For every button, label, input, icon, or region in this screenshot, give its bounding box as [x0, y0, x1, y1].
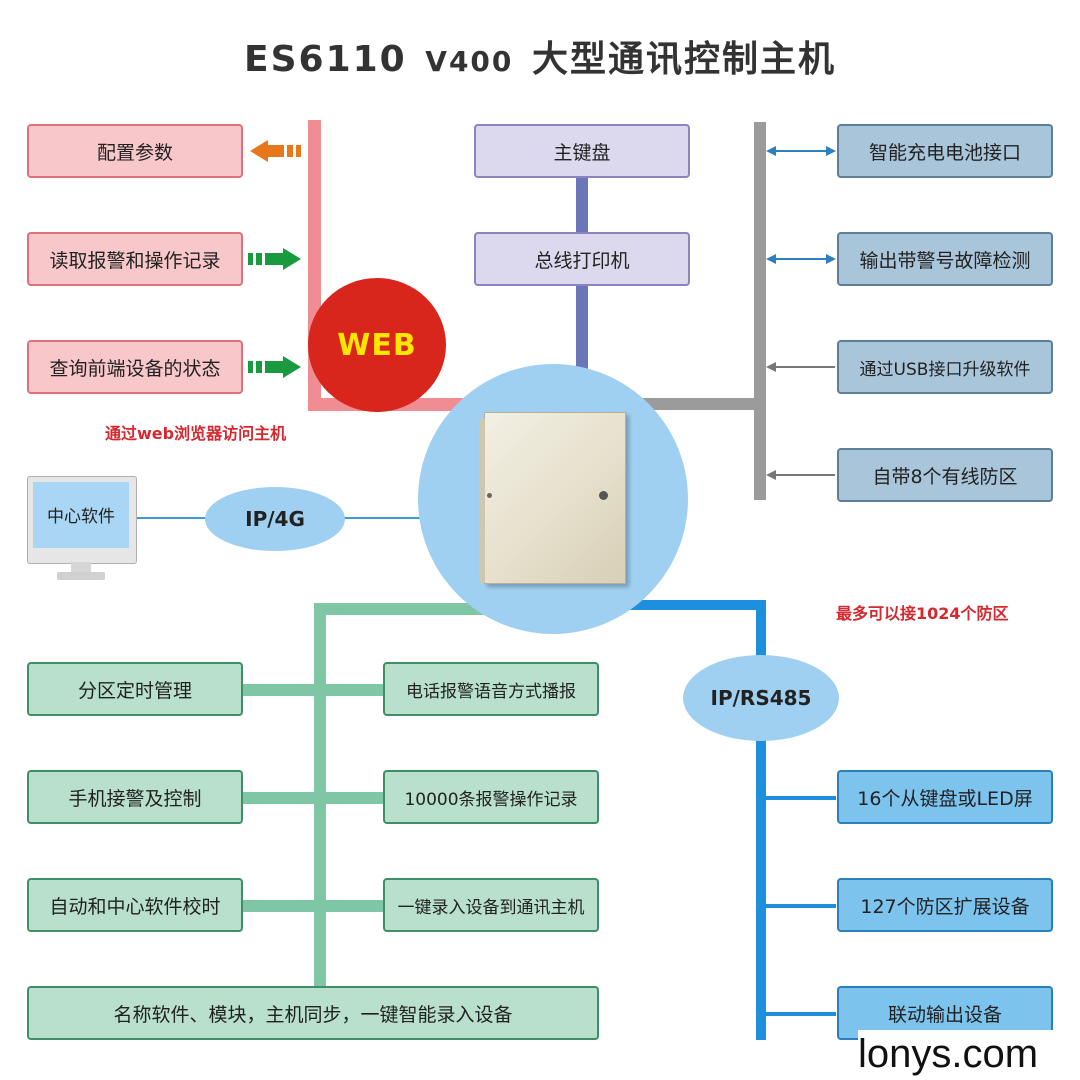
green-arrow-right-icon: [248, 356, 303, 378]
feature-siren-fault-detection: 输出带警号故障检测: [837, 232, 1053, 286]
title-model: ES6110: [244, 39, 407, 80]
feature-bus-horizontal: [640, 398, 760, 410]
connector-line: [775, 366, 835, 368]
web-item-config: 配置参数: [27, 124, 243, 178]
one-key-enroll: 一键录入设备到通讯主机: [383, 878, 599, 932]
alarm-records: 10000条报警操作记录: [383, 770, 599, 824]
title-version: V400: [425, 45, 514, 78]
web-circle: WEB: [308, 278, 446, 412]
feature-bus-vertical: [754, 122, 766, 500]
web-note: 通过web浏览器访问主机: [105, 424, 287, 443]
connector-line: [775, 474, 835, 476]
cabinet-side: [479, 419, 485, 583]
green-branch: [243, 684, 383, 696]
title-suffix: 大型通讯控制主机: [531, 39, 836, 80]
rs485-trunk-vertical: [756, 600, 766, 1040]
zone-expansion-devices: 127个防区扩展设备: [837, 878, 1053, 932]
monitor-icon: [27, 476, 137, 586]
connector-line: [775, 150, 830, 152]
zone-timer-management: 分区定时管理: [27, 662, 243, 716]
watermark: lonys.com: [858, 1030, 1078, 1078]
sync-enroll-devices: 名称软件、模块，主机同步，一键智能录入设备: [27, 986, 599, 1040]
rs485-branch: [766, 796, 836, 800]
green-arrow-right-icon: [248, 248, 303, 270]
rs485-note: 最多可以接1024个防区: [836, 604, 1009, 623]
arrow-right-icon: [826, 254, 836, 264]
feature-usb-upgrade: 通过USB接口升级软件: [837, 340, 1053, 394]
cabinet-hinge: [487, 493, 492, 498]
green-branch: [243, 792, 383, 804]
bus-printer-box: 总线打印机: [474, 232, 690, 286]
arrow-left-icon: [766, 470, 776, 480]
arrow-left-icon: [766, 146, 776, 156]
host-cabinet-image: [479, 412, 626, 584]
auto-center-time-sync: 自动和中心软件校时: [27, 878, 243, 932]
arrow-left-icon: [766, 254, 776, 264]
slave-keyboard-led: 16个从键盘或LED屏: [837, 770, 1053, 824]
rs485-branch: [766, 904, 836, 908]
rs485-trunk-horizontal: [620, 600, 766, 610]
web-item-query-status: 查询前端设备的状态: [27, 340, 243, 394]
arrow-right-icon: [826, 146, 836, 156]
feature-battery-interface: 智能充电电池接口: [837, 124, 1053, 178]
arrow-left-icon: [766, 362, 776, 372]
web-item-read-records: 读取报警和操作记录: [27, 232, 243, 286]
cabinet-lock: [599, 491, 608, 500]
ip4g-ellipse: IP/4G: [205, 487, 345, 551]
connector-line: [775, 258, 830, 260]
web-label: WEB: [337, 327, 417, 363]
rs485-ellipse: IP/RS485: [683, 655, 839, 741]
rs485-branch: [766, 1012, 836, 1016]
green-trunk-horizontal: [314, 603, 494, 615]
mobile-alarm-control: 手机接警及控制: [27, 770, 243, 824]
phone-voice-broadcast: 电话报警语音方式播报: [383, 662, 599, 716]
main-keyboard-box: 主键盘: [474, 124, 690, 178]
center-software-label: 中心软件: [47, 507, 115, 527]
page-title: ES6110 V400 大型通讯控制主机: [0, 30, 1080, 82]
green-branch: [243, 900, 383, 912]
orange-arrow-left-icon: [250, 140, 305, 162]
feature-wired-zones: 自带8个有线防区: [837, 448, 1053, 502]
